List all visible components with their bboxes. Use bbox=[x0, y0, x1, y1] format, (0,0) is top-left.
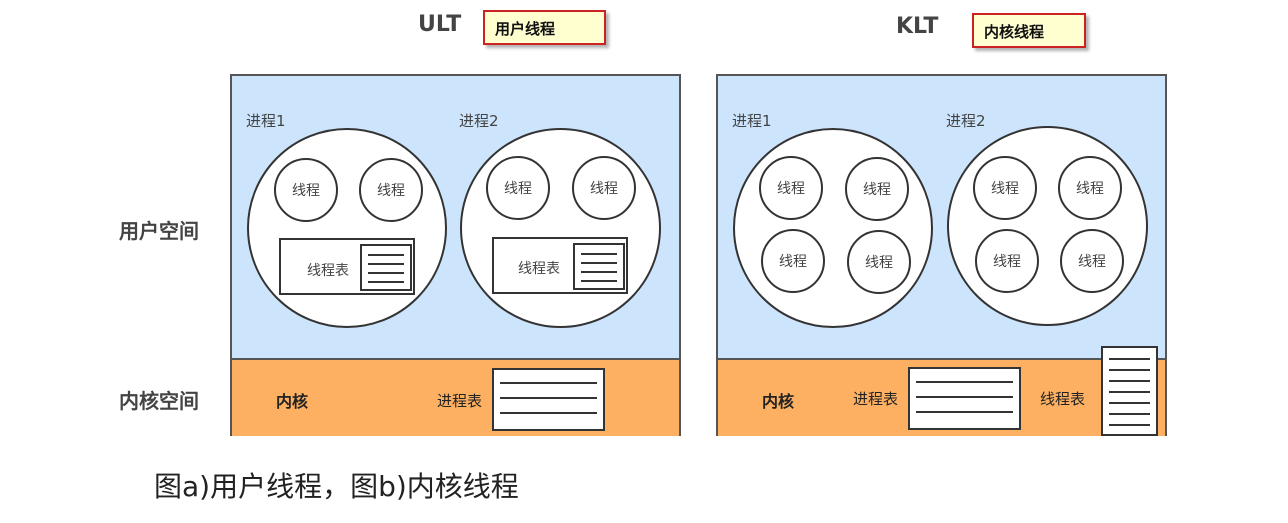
klt-kernel-label: 内核 bbox=[762, 392, 795, 411]
process-table-icon bbox=[908, 367, 1021, 430]
ult-process2 bbox=[460, 128, 661, 328]
ult-p1-thread-table: 线程表 bbox=[279, 238, 415, 295]
ult-p2-thread-table: 线程表 bbox=[492, 237, 628, 294]
klt-process2 bbox=[947, 126, 1148, 326]
ult-process-table-label: 进程表 bbox=[437, 392, 483, 410]
klt-panel: 进程1 线程 线程 线程 线程 进程2 线程 线程 线程 线程 内核 进程表 线… bbox=[716, 74, 1167, 436]
table-lines-icon bbox=[360, 244, 412, 291]
ult-panel: 进程1 线程 线程 线程表 进程2 线程 线程 线程表 内核 进程表 bbox=[230, 74, 681, 436]
klt-p2-thread: 线程 bbox=[975, 229, 1039, 293]
klt-process1 bbox=[733, 128, 933, 328]
thread-table-label: 线程表 bbox=[307, 263, 349, 279]
ult-p2-thread: 线程 bbox=[572, 156, 636, 220]
kernel-space-label: 内核空间 bbox=[119, 389, 199, 413]
klt-p2-thread: 线程 bbox=[1060, 229, 1124, 293]
ult-user-space: 进程1 线程 线程 线程表 进程2 线程 线程 线程表 bbox=[232, 76, 679, 358]
klt-note: 内核线程 bbox=[972, 13, 1086, 48]
ult-note: 用户线程 bbox=[483, 10, 606, 45]
klt-user-space: 进程1 线程 线程 线程 线程 进程2 线程 线程 线程 线程 bbox=[718, 76, 1165, 358]
klt-thread-table-label: 线程表 bbox=[1040, 390, 1086, 408]
klt-p1-thread: 线程 bbox=[761, 229, 825, 293]
ult-p2-thread: 线程 bbox=[486, 156, 550, 220]
klt-process2-label: 进程2 bbox=[946, 112, 986, 130]
ult-kernel-space: 内核 进程表 bbox=[232, 358, 679, 436]
klt-p1-thread: 线程 bbox=[759, 156, 823, 220]
ult-p1-thread: 线程 bbox=[274, 158, 338, 222]
ult-heading: ULT bbox=[418, 12, 462, 37]
klt-p1-thread: 线程 bbox=[847, 230, 911, 294]
user-space-label: 用户空间 bbox=[119, 219, 199, 243]
klt-p2-thread: 线程 bbox=[1058, 156, 1122, 220]
klt-process1-label: 进程1 bbox=[732, 112, 772, 130]
table-lines-icon bbox=[573, 243, 625, 290]
ult-process2-label: 进程2 bbox=[459, 112, 499, 130]
ult-p1-thread: 线程 bbox=[359, 158, 423, 222]
ult-process1 bbox=[247, 128, 447, 328]
thread-table-icon bbox=[1101, 346, 1158, 436]
figure-caption: 图a)用户线程，图b)内核线程 bbox=[154, 470, 519, 503]
ult-kernel-label: 内核 bbox=[276, 392, 309, 411]
thread-table-label: 线程表 bbox=[518, 261, 560, 277]
klt-p1-thread: 线程 bbox=[845, 157, 909, 221]
klt-kernel-space: 内核 进程表 线程表 bbox=[718, 358, 1165, 436]
ult-process1-label: 进程1 bbox=[246, 112, 286, 130]
process-table-icon bbox=[492, 368, 605, 431]
klt-process-table-label: 进程表 bbox=[853, 390, 899, 408]
klt-p2-thread: 线程 bbox=[973, 156, 1037, 220]
klt-heading: KLT bbox=[896, 14, 939, 39]
